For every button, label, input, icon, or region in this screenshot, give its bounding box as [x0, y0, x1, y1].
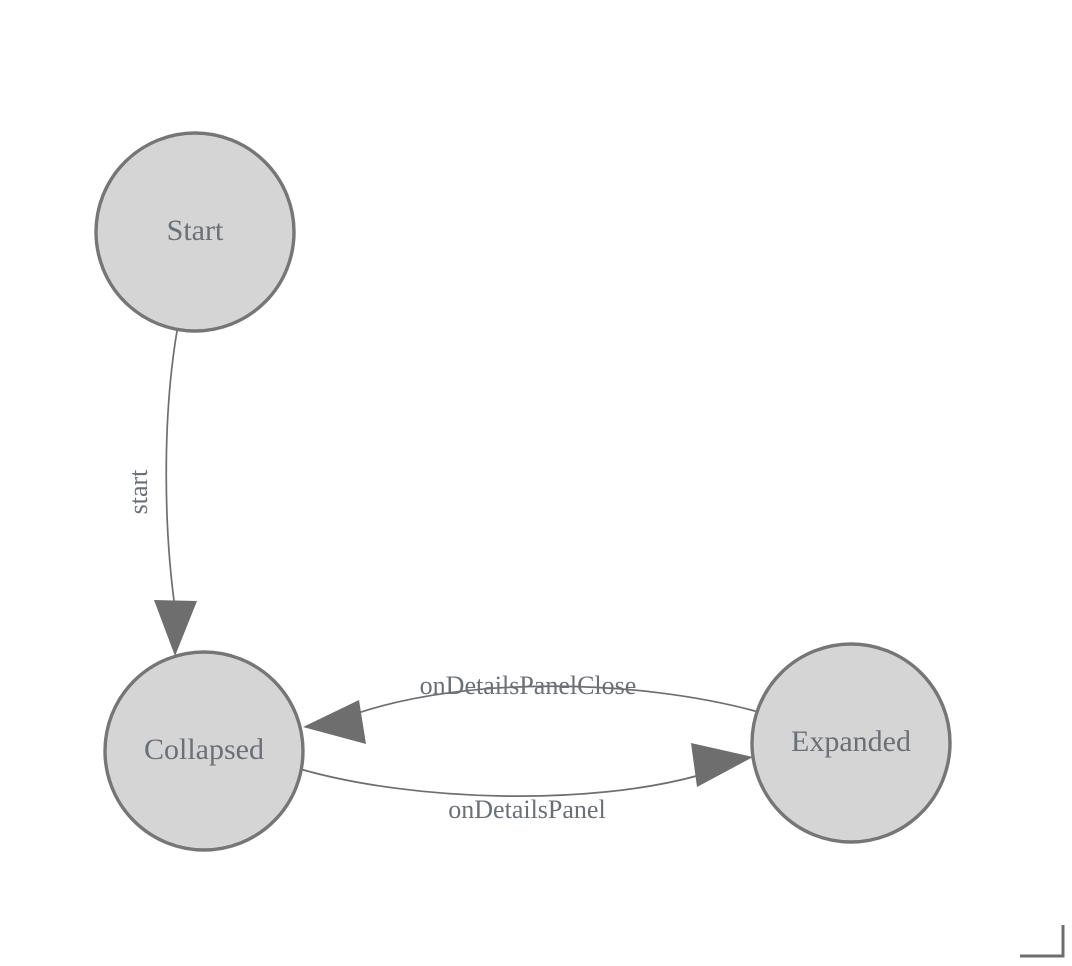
- edge-expanded-to-collapsed-path: [354, 685, 756, 715]
- node-expanded[interactable]: Expanded: [750, 642, 952, 844]
- edge-expanded-to-collapsed[interactable]: onDetailsPanelClose: [303, 671, 756, 744]
- edge-label-on-details-panel-close: onDetailsPanelClose: [420, 671, 637, 700]
- edge-collapsed-to-expanded-arrowhead: [691, 743, 753, 787]
- edge-collapsed-to-expanded-path: [299, 768, 701, 797]
- node-collapsed-label: Collapsed: [144, 733, 264, 766]
- edge-start-to-collapsed-path: [165, 330, 178, 609]
- edge-start-to-collapsed-arrowhead: [154, 600, 197, 656]
- edge-label-on-details-panel: onDetailsPanel: [448, 795, 605, 824]
- node-start-label: Start: [167, 214, 224, 247]
- resize-corner-handle-icon[interactable]: [1020, 925, 1065, 958]
- node-expanded-circle: [750, 642, 952, 844]
- edge-label-start: start: [124, 469, 153, 515]
- edge-expanded-to-collapsed-arrowhead: [303, 700, 366, 744]
- node-start[interactable]: Start: [94, 131, 296, 333]
- node-start-circle: [94, 131, 296, 333]
- node-collapsed-circle: [103, 650, 305, 852]
- edge-collapsed-to-expanded[interactable]: onDetailsPanel: [299, 743, 753, 824]
- edge-start-to-collapsed[interactable]: start: [124, 330, 197, 656]
- node-collapsed[interactable]: Collapsed: [103, 650, 305, 852]
- node-expanded-label: Expanded: [791, 725, 911, 758]
